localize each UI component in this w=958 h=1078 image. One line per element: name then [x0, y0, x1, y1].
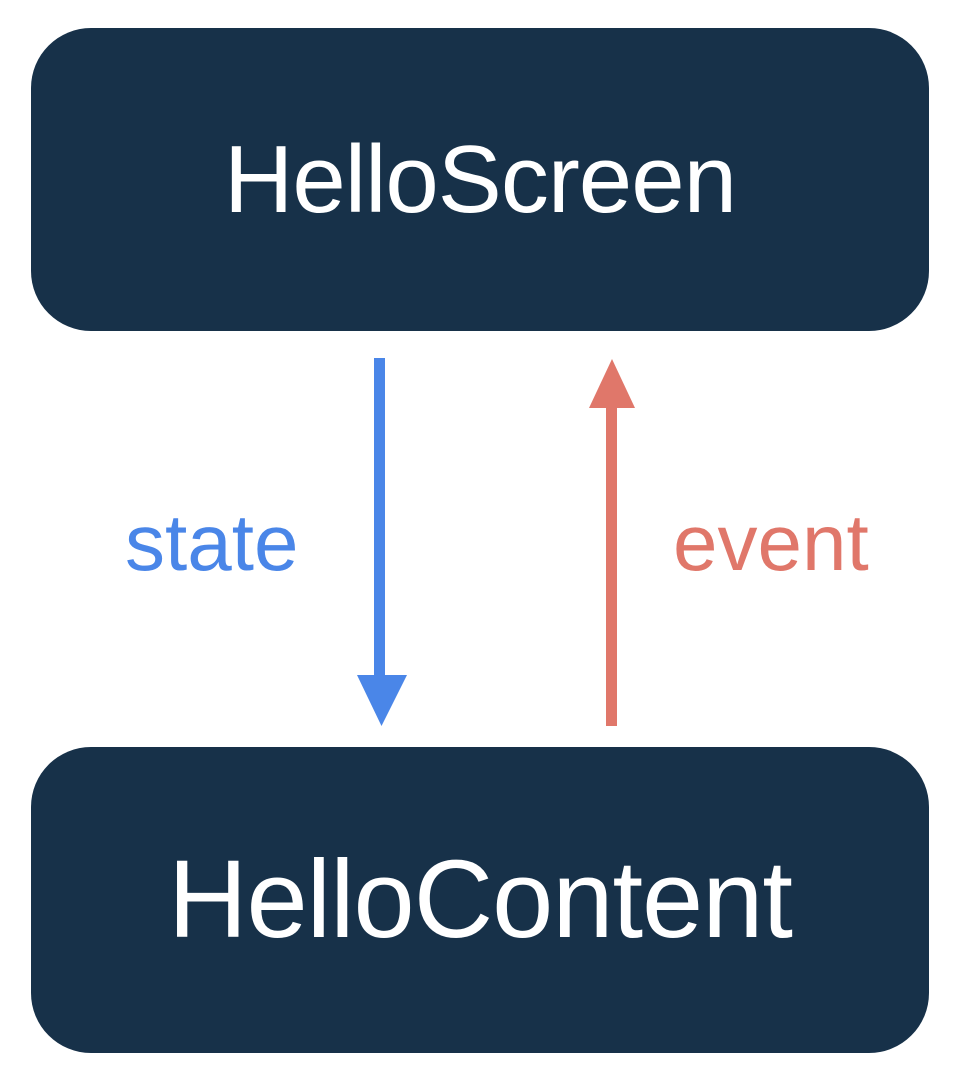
event-arrow	[589, 359, 635, 726]
state-arrow	[357, 358, 407, 726]
edge-label-state: state	[125, 498, 299, 587]
node-hello-screen-label: HelloScreen	[224, 125, 737, 233]
node-hello-content-label: HelloContent	[168, 838, 793, 961]
node-hello-screen[interactable]: HelloScreen	[31, 28, 929, 331]
edge-label-event: event	[673, 498, 869, 587]
node-hello-content[interactable]: HelloContent	[31, 747, 929, 1053]
